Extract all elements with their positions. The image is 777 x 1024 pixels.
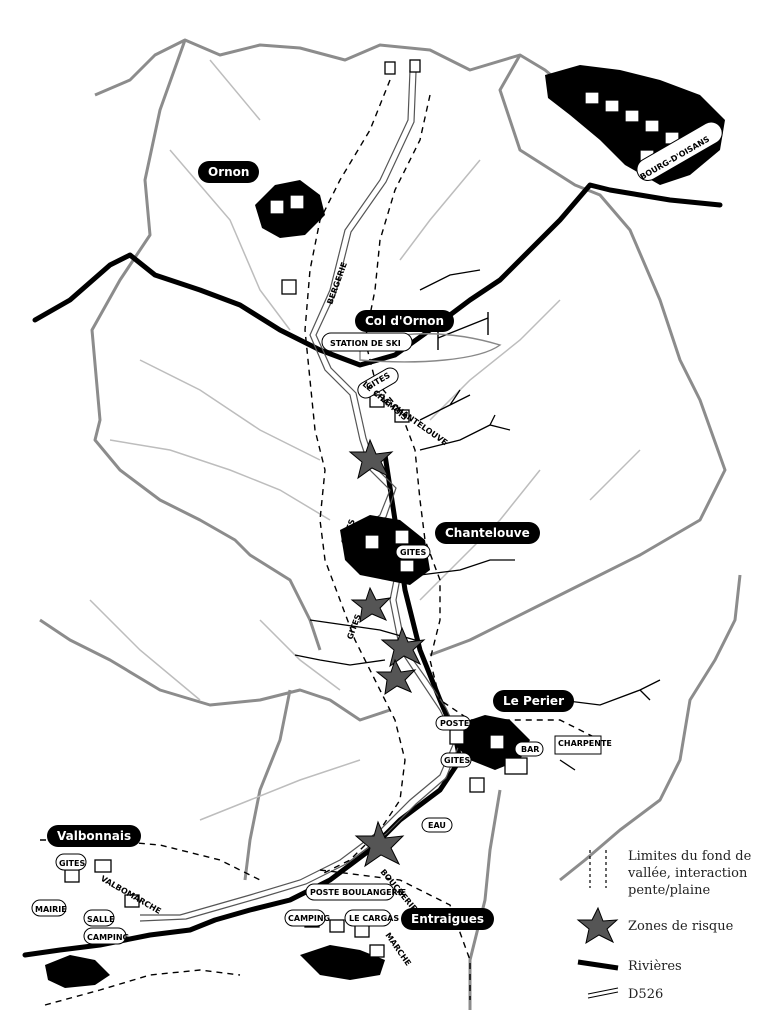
label-gites-chantelouve-2: GITES: [400, 548, 426, 557]
label-gites-valbonnais: GITES: [59, 859, 85, 868]
ridge-north: [94, 38, 601, 112]
tributaries: [294, 269, 661, 771]
limit-south-2: [319, 869, 471, 1000]
houses: [64, 59, 680, 958]
risk-star-1: [348, 438, 394, 480]
stream-7: [259, 619, 341, 691]
risk-star-5: [354, 820, 405, 868]
stream-4: [429, 299, 561, 421]
risk-star-2: [350, 586, 392, 624]
label-salle: SALLE: [87, 915, 115, 924]
label-camping-entraigues: CAMPING: [288, 914, 330, 923]
label-le-cargas: LE CARGAS: [349, 914, 399, 923]
label-eau: EAU: [428, 821, 446, 830]
ridge-west: [90, 39, 322, 651]
mass-entraigues: [300, 945, 385, 980]
place-chantelouve: Chantelouve: [435, 522, 540, 544]
place-col-ornon: Col d'Ornon: [355, 310, 455, 332]
legend-road: D526: [628, 987, 664, 1002]
ridge-central: [429, 54, 727, 657]
stream-2: [209, 59, 261, 121]
river-line-icon: [577, 959, 619, 971]
label-gites-perier: GITES: [444, 756, 470, 765]
stream-3: [399, 159, 481, 261]
risk-star-icon: [576, 906, 619, 945]
label-boulangerie: POSTE BOULANGERIE: [310, 888, 406, 897]
stream-11: [589, 449, 641, 501]
label-bar: BAR: [521, 745, 539, 754]
label-poste: POSTE: [440, 719, 469, 728]
stream-5: [109, 439, 331, 521]
valley-limit-lines: [40, 79, 601, 1006]
risk-zones: [348, 438, 426, 868]
risk-star-3: [380, 626, 426, 668]
place-entraigues: Entraigues: [401, 908, 495, 930]
ridge-lines: [39, 38, 742, 1010]
stream-9: [199, 759, 361, 821]
label-charpente: CHARPENTE: [558, 739, 612, 748]
risk-star-4: [375, 658, 417, 696]
label-bergerie: BERGERIE: [325, 261, 349, 306]
mass-bourg: [545, 65, 725, 185]
stream-8: [89, 599, 201, 701]
mass-valbonnais-s: [45, 955, 110, 988]
ridge-east: [559, 574, 742, 882]
ridge-southwest: [39, 618, 391, 722]
legend-graphics: [576, 850, 619, 999]
dashed-limit-icon: [589, 850, 607, 888]
limit-north-left: [304, 79, 406, 876]
ridge-south-east: [468, 789, 502, 1010]
legend-limits: Limites du fond de vallée, interaction p…: [628, 849, 752, 898]
label-station-ski: STATION DE SKI: [330, 339, 401, 348]
legend-rivers: Rivières: [628, 959, 682, 974]
label-camping-valbonnais: CAMPING: [87, 933, 129, 942]
stream-1: [169, 149, 291, 331]
limit-south-3: [44, 969, 241, 1006]
place-le-perier: Le Perier: [493, 690, 574, 712]
place-valbonnais: Valbonnais: [47, 825, 142, 847]
limit-north-right: [364, 94, 601, 741]
place-ornon: Ornon: [198, 161, 260, 183]
stream-6: [139, 359, 321, 461]
label-valbomarche: VALBOMARCHE: [99, 874, 163, 916]
river-romanche: [32, 182, 723, 368]
ridge-south: [243, 689, 292, 881]
label-le-chantelouve: LE CHANTELOUVE: [379, 394, 449, 447]
road-double-line-icon: [587, 987, 619, 999]
label-mairie: MAIRIE: [35, 905, 67, 914]
legend-risk: Zones de risque: [628, 919, 734, 934]
label-marche: MARCHE: [383, 931, 412, 968]
